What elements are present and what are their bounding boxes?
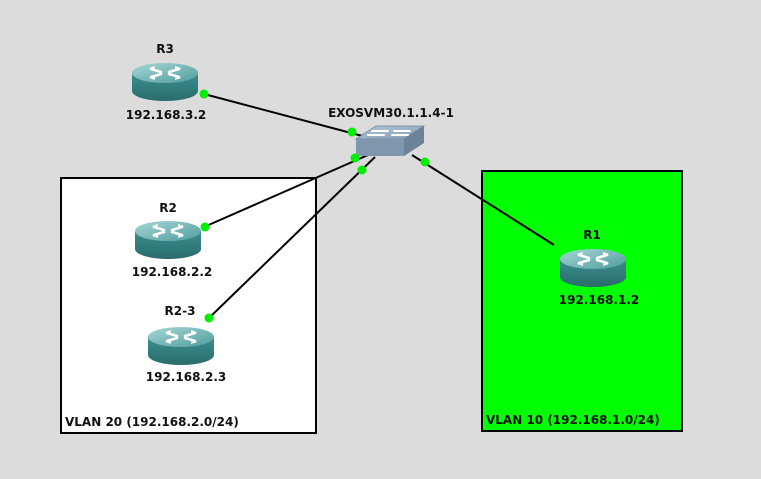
r23-name: R2-3 [164,304,196,318]
port-r23[interactable] [204,313,214,323]
port-switch-r1[interactable] [420,157,430,167]
port-r2[interactable] [200,222,210,232]
link-r2-switch[interactable] [203,154,369,228]
vlan10-zone[interactable]: VLAN 10 (192.168.1.0/24) [481,170,683,432]
port-r3[interactable] [199,89,209,99]
r23-ip: 192.168.2.3 [145,370,227,384]
router-r2-icon[interactable] [133,219,203,261]
link-switch-r1[interactable] [411,154,555,246]
r2-ip: 192.168.2.2 [131,265,213,279]
router-r3-icon[interactable] [130,61,200,103]
link-r3-switch[interactable] [203,93,371,139]
r3-ip: 192.168.3.2 [125,108,207,122]
vlan10-label: VLAN 10 (192.168.1.0/24) [486,413,660,427]
port-switch-r3[interactable] [347,127,357,137]
vlan20-label: VLAN 20 (192.168.2.0/24) [65,415,239,429]
r3-name: R3 [156,42,174,56]
r1-ip: 192.168.1.2 [558,293,640,307]
port-switch-r23[interactable] [357,165,367,175]
router-r23-icon[interactable] [146,325,216,367]
r1-name: R1 [583,228,601,242]
r2-name: R2 [159,201,177,215]
router-r1-icon[interactable] [558,247,628,289]
port-switch-r2[interactable] [350,153,360,163]
vlan20-zone[interactable]: VLAN 20 (192.168.2.0/24) [60,177,317,434]
link-r23-switch[interactable] [208,156,376,319]
switch-icon[interactable] [354,125,426,156]
switch-name: EXOSVM30.1.1.4-1 [328,106,454,120]
